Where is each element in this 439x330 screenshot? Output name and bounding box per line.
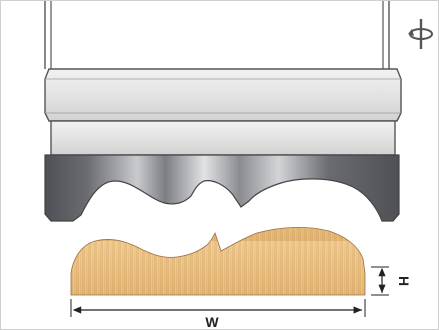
width-label: W: [205, 314, 219, 329]
rotation-direction-icon: [408, 19, 433, 49]
bit-body-upper: [44, 68, 402, 122]
width-dimension: W: [70, 299, 366, 329]
router-shank: [44, 1, 390, 69]
cutter-blade: [44, 154, 400, 222]
height-dimension: H: [371, 266, 412, 296]
height-label: H: [396, 276, 412, 286]
wood-profile: [70, 226, 366, 296]
bit-body-lower: [50, 120, 396, 156]
